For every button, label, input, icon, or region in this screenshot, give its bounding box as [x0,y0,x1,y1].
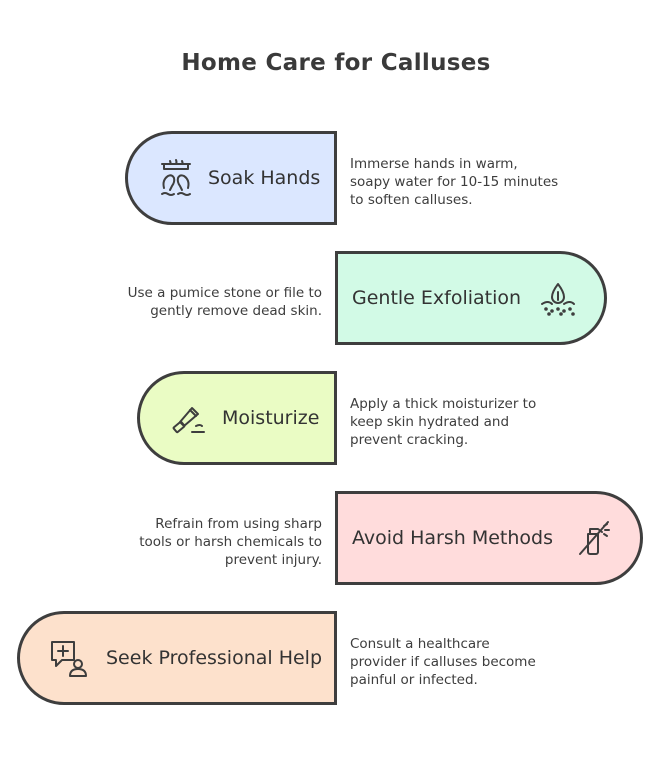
step-label: Gentle Exfoliation [352,287,522,309]
step-label: Avoid Harsh Methods [352,527,554,549]
medical-consult-icon [48,638,88,678]
step-label: Soak Hands [208,167,321,189]
skin-exfoliation-icon [538,278,578,318]
step-label: Seek Professional Help [106,647,323,669]
step-gentle-exfoliation: Gentle Exfoliation [335,251,607,345]
step-description: Refrain from using sharp tools or harsh … [139,516,322,568]
step-description: Use a pumice stone or file to gently rem… [127,285,322,319]
step-description: Consult a healthcare provider if calluse… [350,636,536,688]
step-label: Moisturize [222,407,320,429]
step-moisturize: Moisturize [137,371,337,465]
moisturizer-tube-icon [168,398,208,438]
step-soak-hands: Soak Hands [125,131,337,225]
no-spray-icon [574,518,614,558]
step-description: Immerse hands in warm, soapy water for 1… [350,156,559,208]
diagram-title: Home Care for Calluses [181,50,491,76]
step-seek-professional-help: Seek Professional Help [17,611,337,705]
step-avoid-harsh-methods: Avoid Harsh Methods [335,491,643,585]
soak-hands-icon [156,158,196,198]
step-description: Apply a thick moisturizer to keep skin h… [350,396,537,448]
